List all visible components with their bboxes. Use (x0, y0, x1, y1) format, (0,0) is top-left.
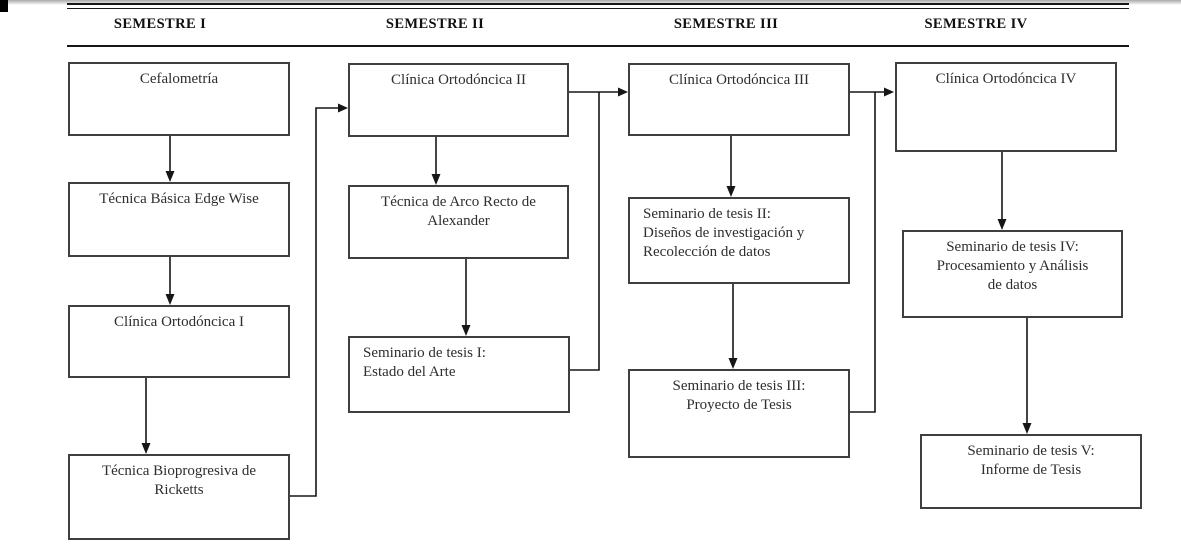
page-corner-mark (0, 0, 8, 12)
node-cefalometria: Cefalometría (68, 62, 290, 136)
arrowhead-right-icon (338, 103, 348, 113)
arrowhead-right-icon (884, 87, 894, 97)
node-seminario-tesis-4: Seminario de tesis IV: Procesamiento y A… (902, 230, 1123, 318)
semester-header-1: SEMESTRE I (113, 16, 207, 32)
header-rule-top-thick (67, 3, 1129, 6)
node-seminario-tesis-2: Seminario de tesis II: Diseños de invest… (628, 197, 850, 284)
node-clinica-ortodoncica-1: Clínica Ortodóncica I (68, 305, 290, 378)
elbow-connector-sem3-up (850, 92, 876, 413)
node-label: Seminario de tesis II: (643, 206, 771, 222)
node-label: Técnica de Arco Recto de (381, 194, 536, 210)
node-seminario-tesis-3: Seminario de tesis III: Proyecto de Tesi… (628, 369, 850, 458)
semester-header-3: SEMESTRE III (673, 16, 779, 32)
node-label: Seminario de tesis IV: (946, 239, 1079, 255)
elbow-connector-sem1-sem2 (290, 107, 338, 497)
node-label: Clínica Ortodóncica II (391, 72, 526, 88)
node-tecnica-arco-recto-alexander: Técnica de Arco Recto de Alexander (348, 185, 569, 259)
node-label: Proyecto de Tesis (686, 397, 792, 413)
header-rule-bottom (67, 45, 1129, 47)
arrowhead-down-icon (431, 174, 441, 185)
header-rule-top-thin (67, 7, 1129, 9)
node-label: Alexander (427, 213, 490, 229)
arrow-heads (141, 87, 1032, 454)
arrowhead-down-icon (141, 443, 151, 454)
semester-header-2: SEMESTRE II (385, 16, 485, 32)
node-label: Clínica Ortodóncica IV (935, 71, 1077, 87)
node-clinica-ortodoncica-4: Clínica Ortodóncica IV (895, 62, 1117, 152)
node-tecnica-bioprogresiva-ricketts: Técnica Bioprogresiva de Ricketts (68, 454, 290, 540)
arrowhead-down-icon (165, 294, 175, 305)
elbow-connector-sem2-up (570, 92, 600, 371)
node-label: Seminario de tesis I: (363, 345, 486, 361)
arrowhead-down-icon (726, 186, 736, 197)
node-label: Técnica Bioprogresiva de (101, 463, 257, 479)
page-top-gradient (0, 0, 1181, 5)
node-label: Cefalometría (139, 71, 219, 87)
semester-header-4: SEMESTRE IV (924, 16, 1028, 32)
node-seminario-tesis-1: Seminario de tesis I: Estado del Arte (348, 336, 570, 413)
flow-lines (145, 91, 1028, 497)
node-seminario-tesis-5: Seminario de tesis V: Informe de Tesis (920, 434, 1142, 509)
arrowhead-down-icon (728, 358, 738, 369)
node-label: Informe de Tesis (980, 462, 1082, 478)
node-label: Estado del Arte (363, 364, 456, 380)
node-label: Recolección de datos (643, 244, 771, 260)
node-label: Procesamiento y Análisis (936, 258, 1089, 274)
node-tecnica-basica-edge-wise: Técnica Básica Edge Wise (68, 182, 290, 257)
arrowhead-down-icon (461, 325, 471, 336)
arrowhead-down-icon (1022, 423, 1032, 434)
node-label: Clínica Ortodóncica I (114, 314, 244, 330)
arrowhead-down-icon (165, 171, 175, 182)
node-label: Clínica Ortodóncica III (669, 72, 809, 88)
node-label: Diseños de investigación y (643, 225, 805, 241)
arrowhead-right-icon (618, 87, 628, 97)
node-clinica-ortodoncica-2: Clínica Ortodóncica II (348, 63, 569, 137)
node-label: Técnica Básica Edge Wise (99, 191, 259, 207)
node-label: Seminario de tesis V: (967, 443, 1095, 459)
node-label: Seminario de tesis III: (672, 378, 806, 394)
node-label: de datos (987, 277, 1038, 293)
node-label: Ricketts (154, 482, 204, 498)
node-clinica-ortodoncica-3: Clínica Ortodóncica III (628, 63, 850, 136)
arrowhead-down-icon (997, 219, 1007, 230)
